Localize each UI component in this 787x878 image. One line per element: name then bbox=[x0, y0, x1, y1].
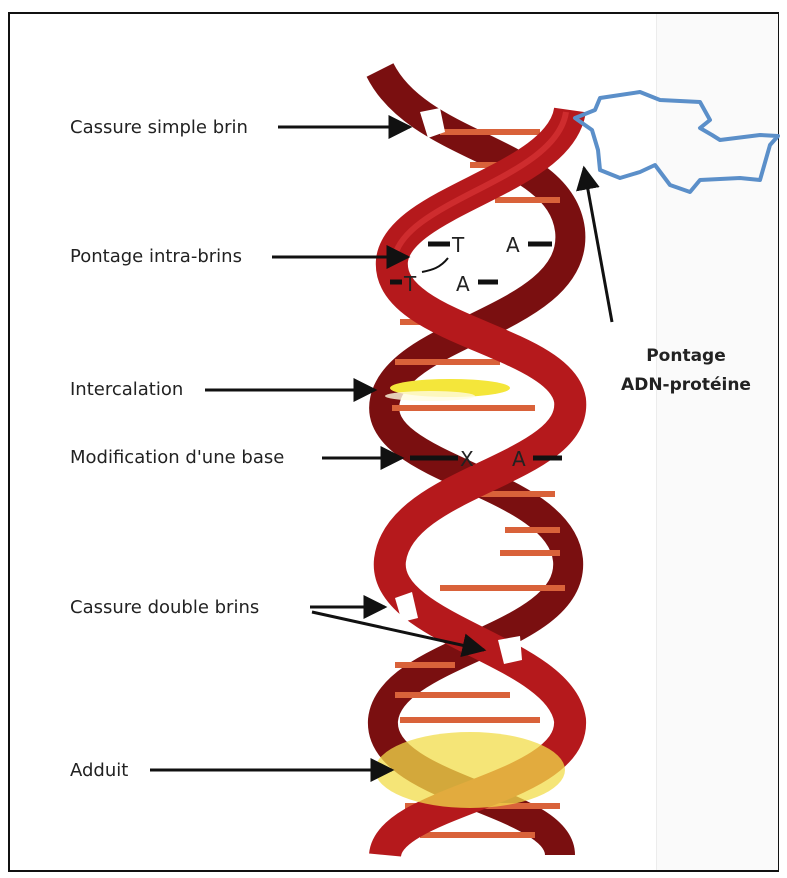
label-single-strand-break: Cassure simple brin bbox=[70, 117, 248, 138]
arrow-protein-crosslink bbox=[584, 168, 612, 322]
label-intra-strand-crosslink: Pontage intra-brins bbox=[70, 246, 242, 267]
label-double-strand-break: Cassure double brins bbox=[70, 597, 259, 618]
base-A-bottom: A bbox=[456, 272, 470, 296]
base-T-top: T bbox=[451, 233, 465, 257]
base-A-modified: A bbox=[512, 447, 526, 471]
base-T-bottom: T bbox=[403, 272, 417, 296]
adduct-blob bbox=[375, 732, 565, 808]
base-X: X bbox=[460, 447, 474, 471]
label-adduct: Adduit bbox=[70, 760, 128, 781]
label-protein-line1: Pontage bbox=[646, 346, 726, 366]
label-protein-line2: ADN-protéine bbox=[621, 375, 751, 395]
label-intercalation: Intercalation bbox=[70, 379, 183, 400]
intercalator-highlight bbox=[385, 391, 475, 401]
label-base-modification: Modification d'une base bbox=[70, 447, 284, 468]
protein-shape bbox=[575, 92, 778, 192]
base-A-top: A bbox=[506, 233, 520, 257]
